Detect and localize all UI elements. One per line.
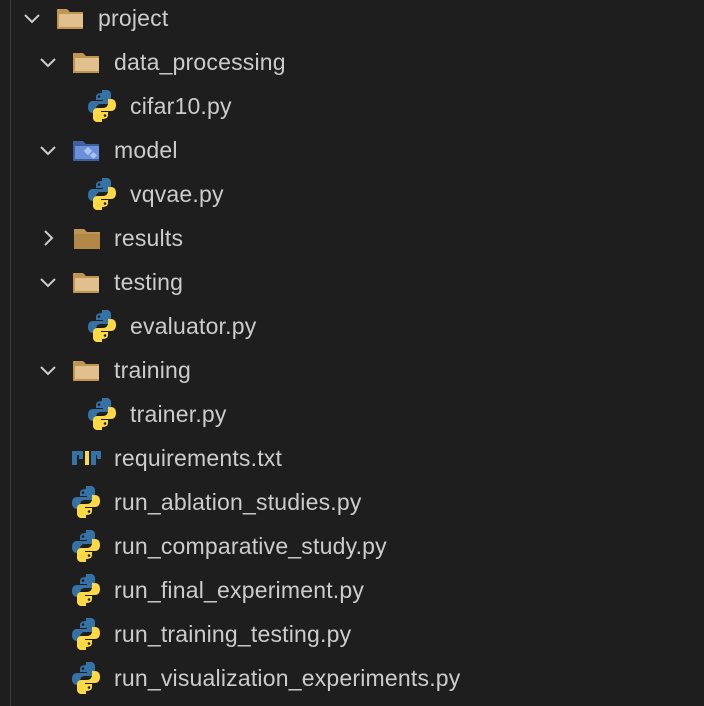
python-icon — [88, 310, 116, 342]
python-icon — [88, 178, 116, 210]
tree-item-project[interactable]: project — [0, 0, 704, 40]
folder-open-icon — [57, 9, 83, 29]
tree-item-run-ablation-studies-py[interactable]: run_ablation_studies.py — [0, 480, 704, 524]
python-icon — [72, 662, 100, 694]
tree-item-label: cifar10.py — [130, 93, 232, 119]
tree-item-label: training — [114, 357, 192, 383]
tree-item-trainer-py[interactable]: trainer.py — [0, 392, 704, 436]
tree-item-results[interactable]: results — [0, 216, 704, 260]
tree-item-label: run_training_testing.py — [114, 621, 352, 647]
chevron-right-icon[interactable] — [37, 227, 59, 249]
tree-item-evaluator-py[interactable]: evaluator.py — [0, 304, 704, 348]
chevron-down-icon[interactable] — [37, 139, 59, 161]
chevron-down-icon[interactable] — [37, 271, 59, 293]
tree-item-label: run_comparative_study.py — [114, 533, 387, 559]
folder-open-icon — [73, 361, 99, 381]
tree-item-testing[interactable]: testing — [0, 260, 704, 304]
pip-requirements-icon — [72, 451, 101, 465]
tree-item-label: requirements.txt — [114, 445, 283, 471]
python-icon — [72, 486, 100, 518]
tree-item-run-final-experiment-py[interactable]: run_final_experiment.py — [0, 568, 704, 612]
python-icon — [72, 574, 100, 606]
tree-item-label: project — [98, 5, 169, 31]
tree-item-run-comparative-study-py[interactable]: run_comparative_study.py — [0, 524, 704, 568]
tree-item-requirements-txt[interactable]: requirements.txt — [0, 436, 704, 480]
folder-model-icon — [73, 141, 99, 161]
tree-item-label: results — [114, 225, 184, 251]
tree-item-label: run_ablation_studies.py — [114, 489, 362, 515]
indent-guide — [10, 0, 11, 706]
chevron-down-icon[interactable] — [37, 51, 59, 73]
tree-item-model[interactable]: model — [0, 128, 704, 172]
tree-item-label: vqvae.py — [130, 181, 224, 207]
tree-item-label: run_final_experiment.py — [114, 577, 365, 603]
python-icon — [88, 90, 116, 122]
tree-item-vqvae-py[interactable]: vqvae.py — [0, 172, 704, 216]
tree-item-label: model — [114, 137, 178, 163]
python-icon — [88, 398, 116, 430]
tree-item-data-processing[interactable]: data_processing — [0, 40, 704, 84]
folder-open-icon — [73, 53, 99, 73]
tree-item-label: trainer.py — [130, 401, 227, 427]
python-icon — [72, 618, 100, 650]
tree-item-run-visualization-experiments-py[interactable]: run_visualization_experiments.py — [0, 656, 704, 700]
chevron-down-icon[interactable] — [21, 7, 43, 29]
folder-closed-icon — [74, 229, 100, 249]
tree-item-training[interactable]: training — [0, 348, 704, 392]
tree-item-label: evaluator.py — [130, 313, 257, 339]
chevron-down-icon[interactable] — [37, 359, 59, 381]
folder-open-icon — [73, 273, 99, 293]
tree-item-cifar10-py[interactable]: cifar10.py — [0, 84, 704, 128]
tree-item-label: data_processing — [114, 49, 286, 75]
tree-item-run-training-testing-py[interactable]: run_training_testing.py — [0, 612, 704, 656]
tree-item-label: testing — [114, 269, 184, 295]
tree-item-label: run_visualization_experiments.py — [114, 665, 461, 691]
python-icon — [72, 530, 100, 562]
